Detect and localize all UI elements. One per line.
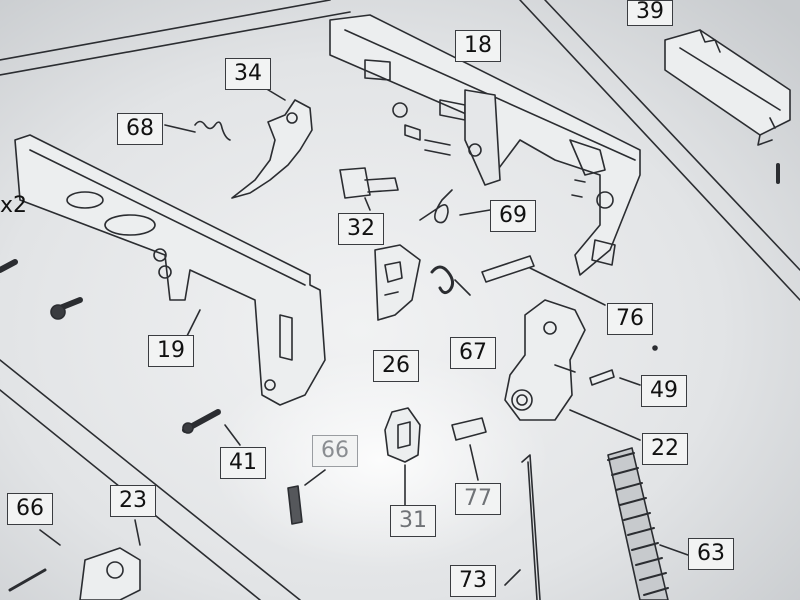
- part-77-pin: [451, 417, 487, 481]
- part-41-screw: [182, 409, 241, 446]
- part-26-block: [374, 244, 421, 321]
- callout-77: 77: [455, 483, 501, 515]
- part-63-spring: [607, 447, 689, 600]
- callout-69: 69: [490, 200, 536, 232]
- part-49-pin: [589, 345, 658, 386]
- callout-31: 31: [390, 505, 436, 537]
- frame-line-top: [0, 0, 331, 61]
- callout-18: 18: [455, 30, 501, 62]
- callout-66-center: 66: [312, 435, 358, 467]
- callout-22: 22: [642, 433, 688, 465]
- quantity-multiplier: x2: [0, 193, 28, 218]
- callout-32: 32: [338, 213, 384, 245]
- callout-68: 68: [117, 113, 163, 145]
- callout-19: 19: [148, 335, 194, 367]
- callout-23: 23: [110, 485, 156, 517]
- callout-34: 34: [225, 58, 271, 90]
- callout-73: 73: [450, 565, 496, 597]
- callout-49: 49: [641, 375, 687, 407]
- part-76-pin: [481, 255, 606, 306]
- part-19-frame: [14, 134, 326, 406]
- screw-left: [50, 297, 83, 320]
- part-66-pin-center: [287, 469, 326, 525]
- part-68-spring: [164, 120, 231, 141]
- callout-41: 41: [220, 447, 266, 479]
- part-18-receiver: [329, 14, 641, 276]
- callout-39: 39: [627, 0, 673, 26]
- callout-76: 76: [607, 303, 653, 335]
- part-39-rail: [664, 29, 791, 146]
- callout-63: 63: [688, 538, 734, 570]
- callout-66-left: 66: [7, 493, 53, 525]
- part-31-plate: [384, 407, 421, 506]
- callout-26: 26: [373, 350, 419, 382]
- part-73-rod: [504, 454, 541, 600]
- pin-left-edge: [0, 259, 18, 273]
- part-69-spring: [419, 189, 491, 224]
- part-22-hammer: [504, 299, 641, 441]
- part-23-assembly: [79, 519, 141, 600]
- part-32-block: [339, 167, 399, 211]
- frame-line-bottom: [0, 359, 301, 600]
- part-66-pin-left: [8, 529, 61, 592]
- frame-line-top-inner: [0, 11, 351, 76]
- frame-line-right-inner: [544, 0, 800, 271]
- frame-line-right: [519, 0, 800, 301]
- callout-67: 67: [450, 337, 496, 369]
- part-67-spring: [430, 265, 471, 296]
